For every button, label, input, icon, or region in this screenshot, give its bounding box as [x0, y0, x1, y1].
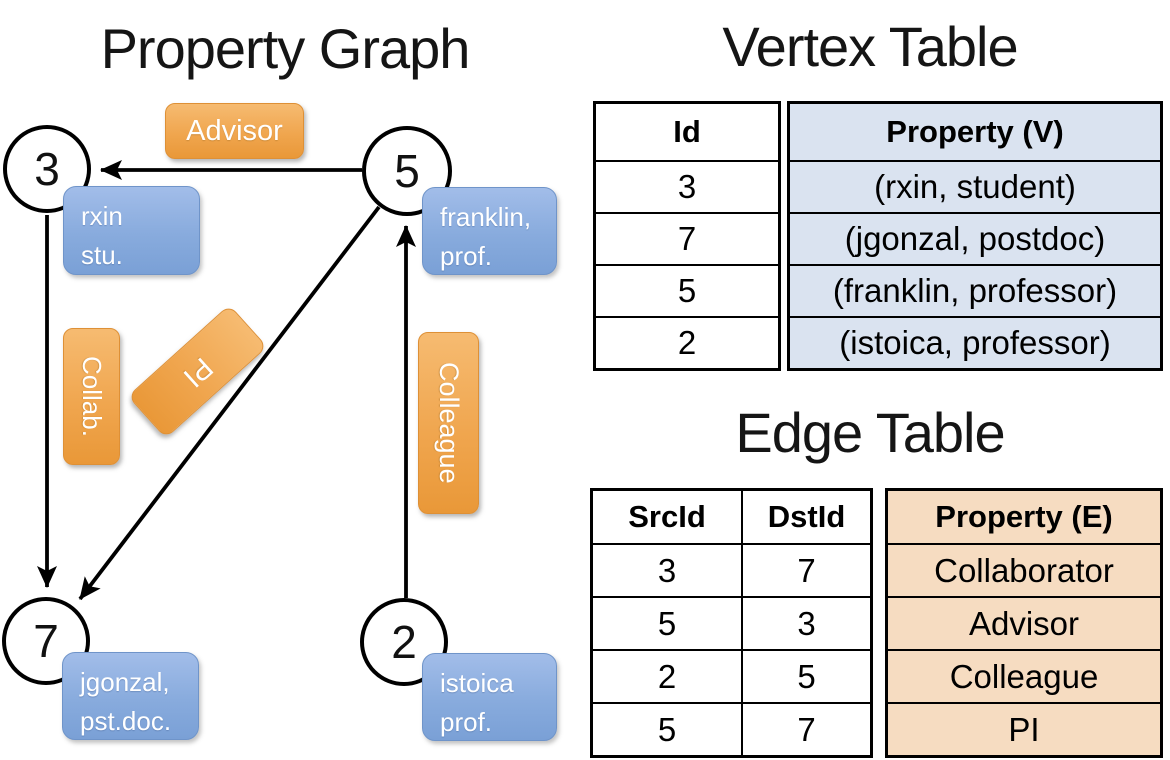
edge-table-property-header: Property (E) — [935, 499, 1113, 534]
vertex-table-title: Vertex Table — [722, 15, 1018, 78]
table-cell: PI — [888, 702, 1160, 755]
table-cell: 3 — [741, 596, 870, 649]
edge-label-advisor: Advisor — [165, 103, 304, 159]
vertex-property-line: stu. — [81, 240, 123, 270]
vertex-table-property-column: Property (V) (rxin, student) (jgonzal, p… — [787, 101, 1163, 371]
edge-table-id-columns: SrcId DstId 3 7 5 3 2 5 5 7 — [590, 488, 873, 758]
vertex-property-line: istoica — [440, 668, 514, 698]
edge-label-collab: Collab. — [63, 328, 120, 465]
vertex-property-box-istoica: istoica prof. — [422, 653, 557, 741]
table-cell: Advisor — [888, 596, 1160, 649]
table-cell: 7 — [741, 702, 870, 755]
table-cell: 7 — [596, 212, 778, 264]
vertex-property-box-jgonzal: jgonzal, pst.doc. — [62, 652, 199, 740]
edge-label-colleague: Colleague — [418, 332, 479, 514]
vertex-property-line: jgonzal, — [80, 667, 170, 697]
vertex-property-line: franklin, — [440, 202, 532, 232]
vertex-property-box-rxin: rxin stu. — [63, 186, 200, 275]
table-cell: (istoica, professor) — [790, 316, 1160, 368]
table-cell: 3 — [593, 543, 741, 596]
table-cell: 5 — [741, 649, 870, 702]
edge-table-src-header: SrcId — [628, 499, 706, 534]
vertex-property-line: prof. — [440, 707, 493, 737]
graph-node-5: 5 — [362, 126, 452, 216]
vertex-property-box-franklin: franklin, prof. — [422, 187, 557, 275]
graph-edges-canvas — [37, 160, 416, 601]
table-cell: 7 — [741, 543, 870, 596]
table-cell: 2 — [596, 316, 778, 368]
vertex-property-line: rxin — [81, 201, 123, 231]
table-cell: Colleague — [888, 649, 1160, 702]
vertex-property-line: pst.doc. — [80, 706, 172, 736]
property-graph-panel: Property Graph 3 5 7 2 Advisor Collab. P… — [2, 17, 557, 741]
graph-node-2: 2 — [360, 598, 448, 686]
vertex-table-property-header: Property (V) — [886, 114, 1064, 149]
edge-pi-5-to-7 — [78, 205, 381, 601]
table-cell: 3 — [596, 160, 778, 212]
table-cell: 5 — [596, 264, 778, 316]
table-cell: 2 — [593, 649, 741, 702]
vertex-property-line: prof. — [440, 241, 493, 271]
table-cell: (jgonzal, postdoc) — [790, 212, 1160, 264]
vertex-table-id-header: Id — [673, 114, 701, 149]
table-cell: Collaborator — [888, 543, 1160, 596]
table-cell: (franklin, professor) — [790, 264, 1160, 316]
property-graph-title: Property Graph — [100, 17, 471, 80]
table-cell: (rxin, student) — [790, 160, 1160, 212]
table-cell: 5 — [593, 596, 741, 649]
vertex-table-id-column: Id 3 7 5 2 — [593, 101, 781, 371]
edge-table-property-column: Property (E) Collaborator Advisor Collea… — [885, 488, 1163, 758]
table-cell: 5 — [593, 702, 741, 755]
edge-table-title: Edge Table — [735, 401, 1005, 464]
edge-table-dst-header: DstId — [741, 491, 870, 543]
